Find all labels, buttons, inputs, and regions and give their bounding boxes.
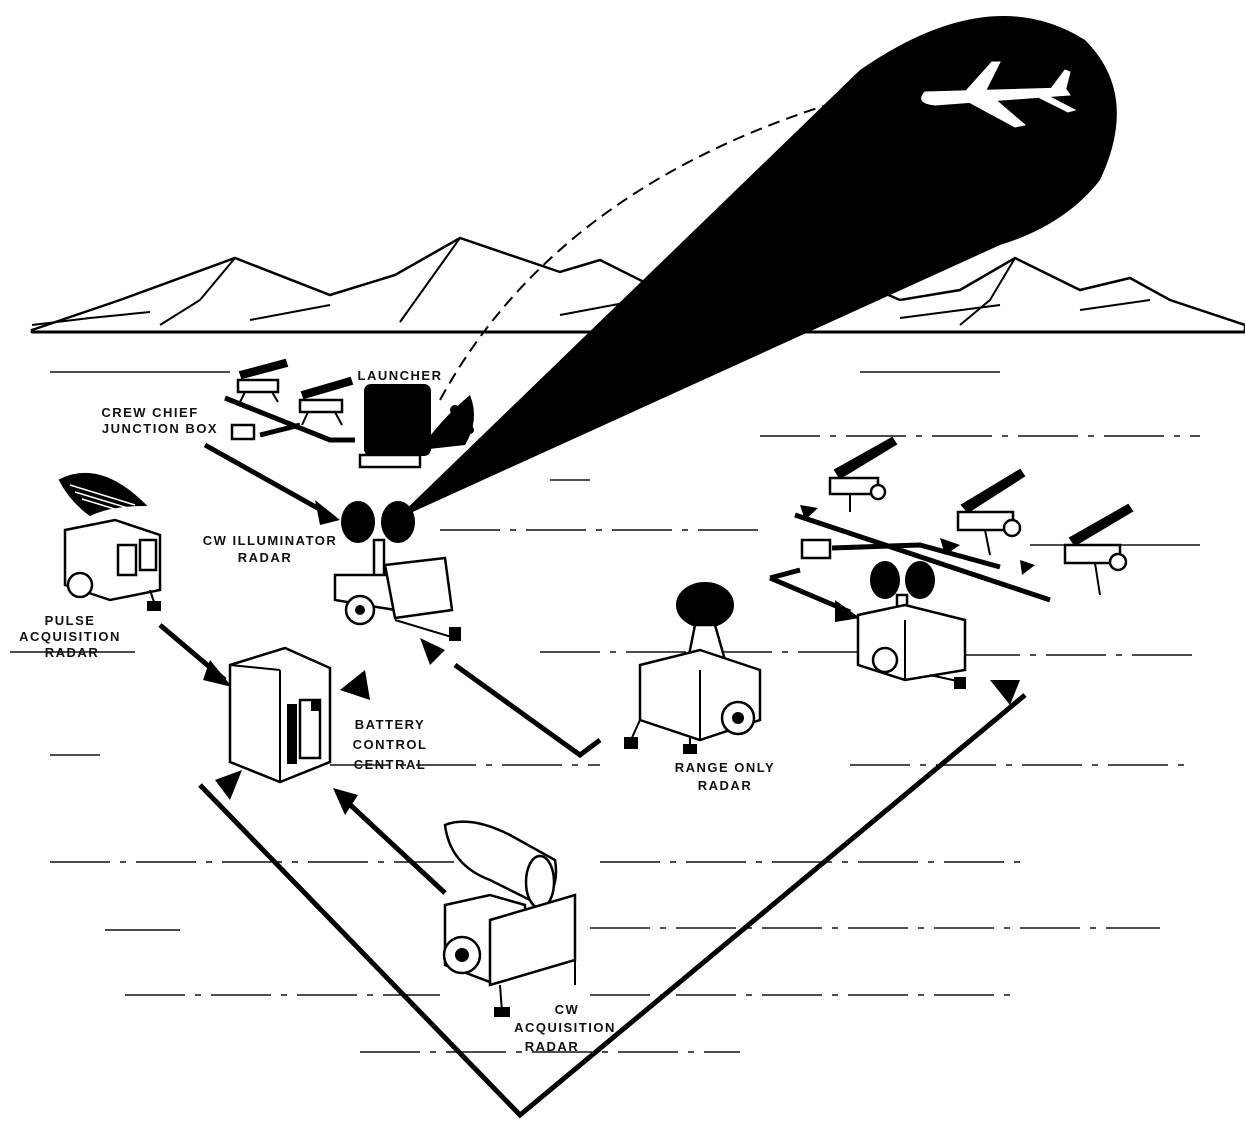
label-launcher: LAUNCHER bbox=[358, 368, 443, 383]
aircraft-icon bbox=[921, 61, 1077, 128]
label-battery-2: CONTROL bbox=[353, 737, 428, 752]
launcher-control-radar bbox=[856, 561, 967, 689]
label-battery-1: BATTERY bbox=[355, 717, 425, 732]
label-range-only-1: RANGE ONLY bbox=[675, 760, 775, 775]
label-cw-acq-3: RADAR bbox=[525, 1039, 579, 1054]
battery-control-central bbox=[228, 646, 332, 784]
arrowheads bbox=[203, 500, 1035, 815]
junction-box-right bbox=[800, 538, 832, 560]
label-cw-acq-1: CW bbox=[555, 1002, 580, 1017]
label-cw-illuminator-1: CW ILLUMINATOR bbox=[203, 533, 338, 548]
range-only-radar bbox=[624, 582, 762, 754]
label-cw-illuminator-2: RADAR bbox=[238, 550, 292, 565]
launcher-right-2 bbox=[956, 468, 1026, 556]
labels: LAUNCHER CREW CHIEF JUNCTION BOX CW ILLU… bbox=[19, 368, 775, 1054]
label-range-only-2: RADAR bbox=[698, 778, 752, 793]
label-battery-3: CENTRAL bbox=[354, 757, 427, 772]
pulse-acquisition-radar bbox=[58, 472, 162, 611]
label-pulse-acq-1: PULSE bbox=[45, 613, 96, 628]
launcher-left-2 bbox=[298, 376, 354, 426]
launcher-right-1 bbox=[828, 436, 898, 512]
missile-trajectory bbox=[439, 94, 861, 401]
label-pulse-acq-3: RADAR bbox=[45, 645, 99, 660]
junction-box-left bbox=[230, 423, 256, 441]
cw-illuminator-radar bbox=[333, 501, 461, 641]
illumination-beam bbox=[395, 15, 1117, 520]
connection-lines bbox=[158, 395, 1051, 1119]
launcher-right-3 bbox=[1063, 503, 1134, 596]
launcher-firing bbox=[358, 384, 474, 469]
launcher-left-1 bbox=[236, 358, 289, 403]
label-cw-acq-2: ACQUISITION bbox=[514, 1020, 616, 1035]
label-crew-chief-2: JUNCTION BOX bbox=[102, 421, 218, 436]
label-crew-chief-1: CREW CHIEF bbox=[101, 405, 198, 420]
label-pulse-acq-2: ACQUISITION bbox=[19, 629, 121, 644]
cw-acquisition-radar bbox=[442, 820, 577, 1017]
